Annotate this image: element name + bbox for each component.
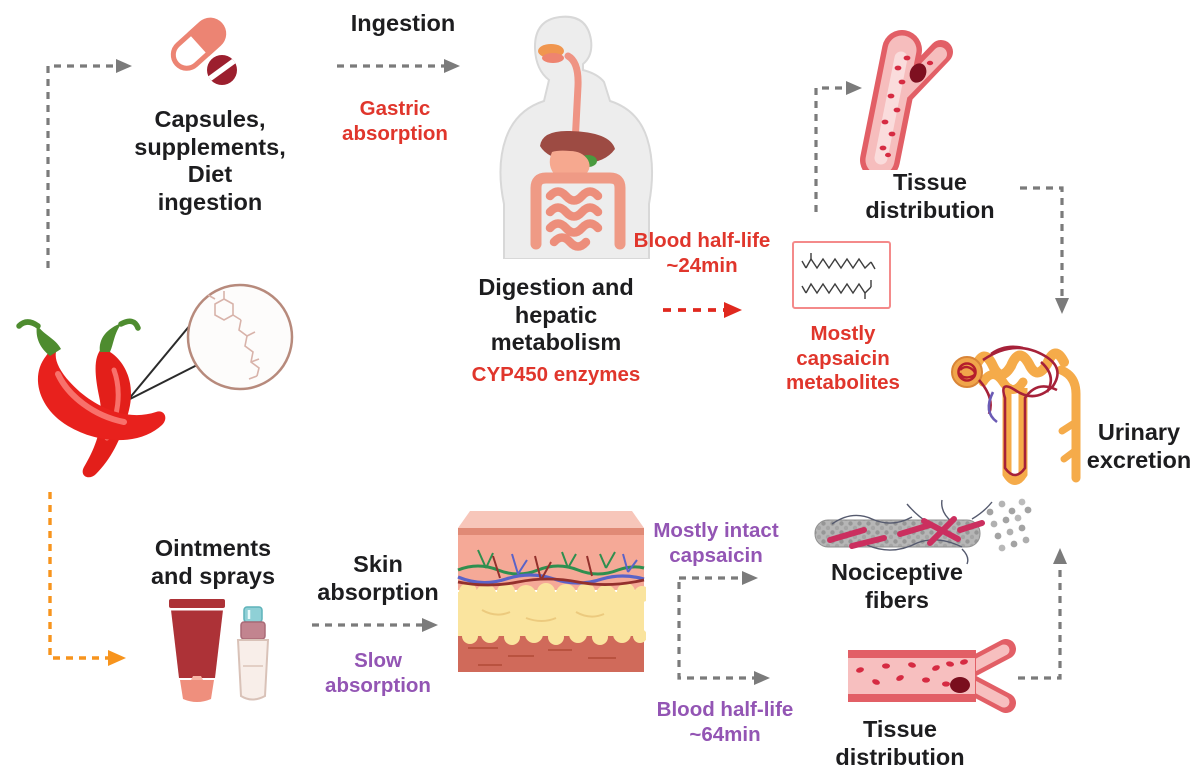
arrow-tissue-bottom-to-excretion [1018,548,1067,680]
tissue-distribution-bottom-label: Tissue distribution [835,716,965,770]
skin-absorption-label: Skin absorption [317,551,439,605]
arrow-metabolism-to-metabolites [663,302,742,318]
blood-vessel-horizontal-icon [848,639,1016,713]
capsaicin-molecule-magnifier-icon [186,283,294,391]
mostly-metabolites-label: Mostly capsaicin metabolites [786,322,900,395]
arrow-pepper-to-capsules [46,59,132,268]
digestion-metabolism-label: Digestion and hepatic metabolism [478,274,634,356]
arrow-skin-absorption [312,618,438,632]
gastric-absorption-label: Gastric absorption [342,97,448,145]
tissue-distribution-top-label: Tissue distribution [865,169,995,223]
nociceptive-fiber-icon [814,498,1032,565]
nociceptive-fibers-label: Nociceptive fibers [831,559,963,613]
arrow-skin-to-tissue-bottom [677,582,770,685]
mostly-intact-label: Mostly intact capsaicin [653,519,779,567]
cyp450-enzymes-label: CYP450 enzymes [471,363,641,386]
blood-halflife-24-label: Blood half-life ~24min [633,229,771,277]
slow-absorption-label: Slow absorption [325,649,431,697]
metabolite-structures-icon [792,241,891,309]
ointments-sprays-label: Ointments and sprays [150,535,276,589]
blood-vessel-branch-icon [860,30,953,170]
ingestion-label: Ingestion [350,10,456,36]
urinary-excretion-label: Urinary excretion [1086,419,1192,473]
blood-halflife-64-label: Blood half-life ~64min [656,698,794,746]
skin-cross-section-illustration [457,511,646,672]
arrow-tissue-top-to-nephron [1020,186,1069,314]
ointment-tube-icon [169,599,270,702]
spray-bottle-icon [236,606,270,701]
nephron-icon [951,345,1081,485]
human-digestive-system-illustration [499,15,654,259]
chili-peppers-icon [16,318,166,478]
capsule-pill-icon [170,17,239,85]
arrow-pepper-to-ointments [48,492,126,666]
arrow-ingestion [337,59,460,73]
capsules-supplements-label: Capsules, supplements, Diet ingestion [134,106,286,216]
arrow-skin-to-nociceptive [679,571,758,585]
